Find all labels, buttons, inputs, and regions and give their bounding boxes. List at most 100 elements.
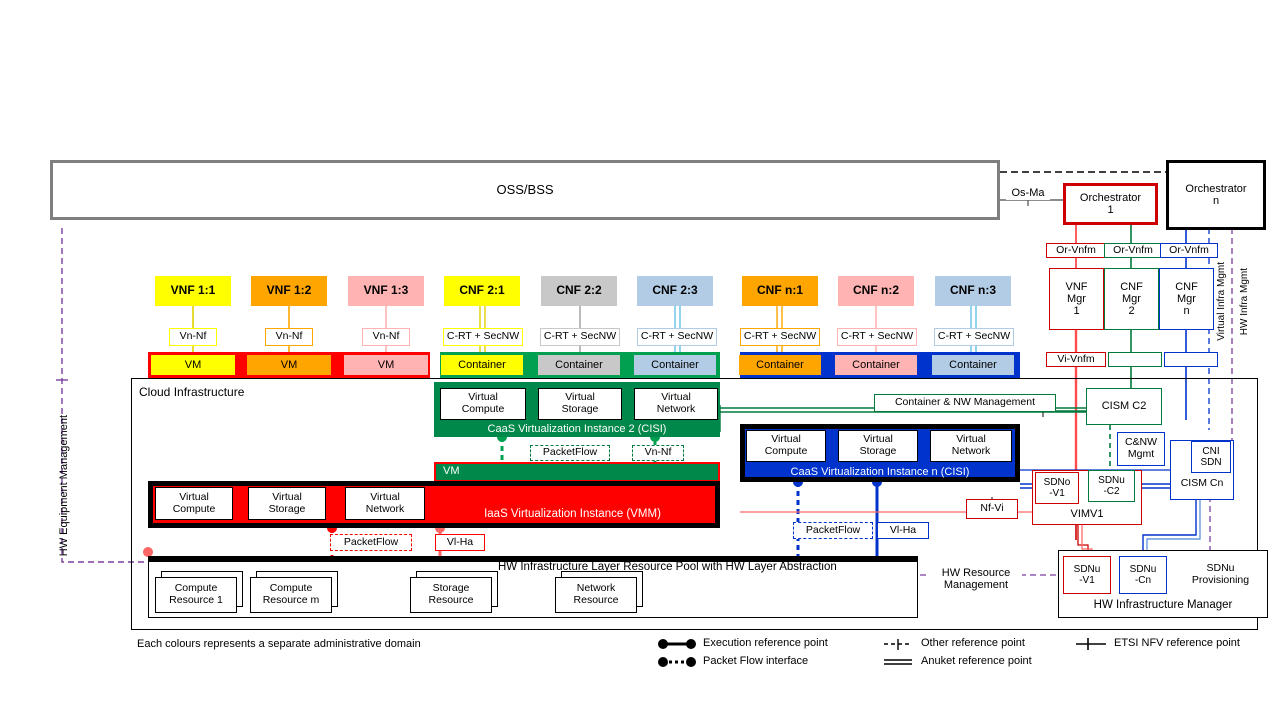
sdnu-prov-l2: Provisioning xyxy=(1191,574,1250,586)
runtime-label: VM xyxy=(377,358,395,371)
hw-resource-line2: Resource xyxy=(428,594,474,606)
iface-box-cnf-n-2[interactable]: C-RT + SecNW xyxy=(837,328,917,346)
hw-infrastructure-manager-label: HW Infrastructure Manager xyxy=(1093,598,1233,611)
runtime-box-cnf-2-3[interactable]: Container xyxy=(634,355,716,375)
orchestrator-1-line2: 1 xyxy=(1107,204,1114,216)
nf-box-cnf-n-1[interactable]: CNF n:1 xyxy=(742,276,818,306)
ossbss-box[interactable]: OSS/BSS xyxy=(50,160,1000,220)
nf-label: CNF n:2 xyxy=(853,283,899,298)
cni-sdn-box[interactable]: CNI SDN xyxy=(1191,441,1231,473)
sdnu-v1-l2: -V1 xyxy=(1079,575,1095,586)
hw-resource-line2: Resource m xyxy=(262,594,320,606)
nf-box-vnf-1-2[interactable]: VNF 1:2 xyxy=(251,276,327,306)
iface-box-cnf-2-1[interactable]: C-RT + SecNW xyxy=(443,328,523,346)
vi-vnfm-blue-blank[interactable] xyxy=(1164,352,1218,367)
container-nw-management-box[interactable]: Container & NW Management xyxy=(874,394,1056,412)
runtime-box-vnf-1-2[interactable]: VM xyxy=(247,355,331,375)
legend-packet-flow-interface: Packet Flow interface xyxy=(703,655,809,667)
legend-other-reference-point: Other reference point xyxy=(921,637,1025,649)
nf-box-cnf-2-1[interactable]: CNF 2:1 xyxy=(444,276,520,306)
iface-box-cnf-2-2[interactable]: C-RT + SecNW xyxy=(540,328,620,346)
vi-vnfm-green-blank[interactable] xyxy=(1108,352,1162,367)
orchestrator-n-box[interactable]: Orchestrator n xyxy=(1166,160,1266,230)
iface-label: Vn-Nf xyxy=(275,330,303,343)
sdno-v1-box[interactable]: SDNo -V1 xyxy=(1035,472,1079,504)
vmm-block[interactable] xyxy=(148,481,720,528)
runtime-box-vnf-1-1[interactable]: VM xyxy=(151,355,235,375)
vi-vnfm-red[interactable]: Vi-Vnfm xyxy=(1046,352,1106,367)
runtime-box-cnf-n-3[interactable]: Container xyxy=(932,355,1014,375)
nf-box-vnf-1-1[interactable]: VNF 1:1 xyxy=(155,276,231,306)
nf-label: CNF n:3 xyxy=(950,283,996,298)
or-vnfm-red[interactable]: Or-Vnfm xyxy=(1046,243,1106,258)
sdno-v1-l2: -V1 xyxy=(1049,488,1065,499)
runtime-box-cnf-n-1[interactable]: Container xyxy=(739,355,821,375)
vnf-mgr-1-box[interactable]: VNF Mgr 1 xyxy=(1049,268,1104,330)
nf-label: CNF 2:2 xyxy=(556,283,602,298)
or-vnfm-blue[interactable]: Or-Vnfm xyxy=(1160,243,1218,258)
hw-resource-management-label: HW Resource Management xyxy=(930,565,1022,593)
runtime-label: VM xyxy=(184,358,202,371)
cnf-mgr-2-box[interactable]: CNF Mgr 2 xyxy=(1104,268,1159,330)
or-vnfm-green[interactable]: Or-Vnfm xyxy=(1104,243,1162,258)
nf-box-cnf-2-2[interactable]: CNF 2:2 xyxy=(541,276,617,306)
iface-box-cnf-2-3[interactable]: C-RT + SecNW xyxy=(637,328,717,346)
nf-label: CNF 2:3 xyxy=(652,283,698,298)
runtime-label: Container xyxy=(852,358,900,371)
nf-box-cnf-n-2[interactable]: CNF n:2 xyxy=(838,276,914,306)
sdnu-c2-box[interactable]: SDNu -C2 xyxy=(1088,470,1135,502)
cisi2-vm-strip[interactable] xyxy=(434,462,720,482)
iface-label: C-RT + SecNW xyxy=(446,330,520,343)
cnf-mgr-n-box[interactable]: CNF Mgr n xyxy=(1159,268,1214,330)
iface-box-cnf-n-3[interactable]: C-RT + SecNW xyxy=(934,328,1014,346)
cisin-packetflow-iface[interactable]: PacketFlow xyxy=(793,522,873,539)
iface-box-cnf-n-1[interactable]: C-RT + SecNW xyxy=(740,328,820,346)
legend-execution-reference-point: Execution reference point xyxy=(703,637,828,649)
runtime-box-vnf-1-3[interactable]: VM xyxy=(344,355,428,375)
runtime-box-cnf-2-2[interactable]: Container xyxy=(538,355,620,375)
iface-box-vnf-1-2[interactable]: Vn-Nf xyxy=(265,328,313,346)
nf-box-vnf-1-3[interactable]: VNF 1:3 xyxy=(348,276,424,306)
cism-c2-box[interactable]: CISM C2 xyxy=(1086,388,1162,425)
runtime-label: VM xyxy=(280,358,298,371)
nf-vi-iface[interactable]: Nf-Vi xyxy=(966,499,1018,519)
orchestrator-1-box[interactable]: Orchestrator 1 xyxy=(1063,183,1158,225)
nf-box-cnf-n-3[interactable]: CNF n:3 xyxy=(935,276,1011,306)
nf-box-cnf-2-3[interactable]: CNF 2:3 xyxy=(637,276,713,306)
runtime-label: Container xyxy=(651,358,699,371)
runtime-box-cnf-n-2[interactable]: Container xyxy=(835,355,917,375)
cloud-infrastructure-box xyxy=(131,378,1258,630)
orchestrator-1-line1: Orchestrator xyxy=(1079,191,1142,204)
cisi2-vn-nf-iface[interactable]: Vn-Nf xyxy=(632,445,684,461)
footnote: Each colours represents a separate admin… xyxy=(137,638,421,650)
runtime-box-cnf-2-1[interactable]: Container xyxy=(441,355,523,375)
sdnu-v1-box[interactable]: SDNu -V1 xyxy=(1063,556,1111,594)
vmm-vl-ha-iface[interactable]: Vl-Ha xyxy=(435,534,485,551)
hw-resource-line1: Compute xyxy=(174,582,218,595)
sdnu-c2-l1: SDNu xyxy=(1098,475,1125,486)
vmm-packetflow-iface[interactable]: PacketFlow xyxy=(330,534,412,551)
cisi2-packetflow-iface[interactable]: PacketFlow xyxy=(530,445,610,461)
cloud-infrastructure-label: Cloud Infrastructure xyxy=(139,385,245,399)
vimv1-label: VIMV1 xyxy=(1070,507,1104,520)
cisin-vl-ha-iface[interactable]: Vl-Ha xyxy=(877,522,929,539)
nf-label: VNF 1:3 xyxy=(363,283,409,298)
c-nw-mgmt-box[interactable]: C&NW Mgmt xyxy=(1117,432,1165,466)
hw-pool-title: HW Infrastructure Layer Resource Pool wi… xyxy=(498,561,837,573)
iface-box-vnf-1-3[interactable]: Vn-Nf xyxy=(362,328,410,346)
iface-box-vnf-1-1[interactable]: Vn-Nf xyxy=(169,328,217,346)
sdnu-cn-box[interactable]: SDNu -Cn xyxy=(1119,556,1167,594)
